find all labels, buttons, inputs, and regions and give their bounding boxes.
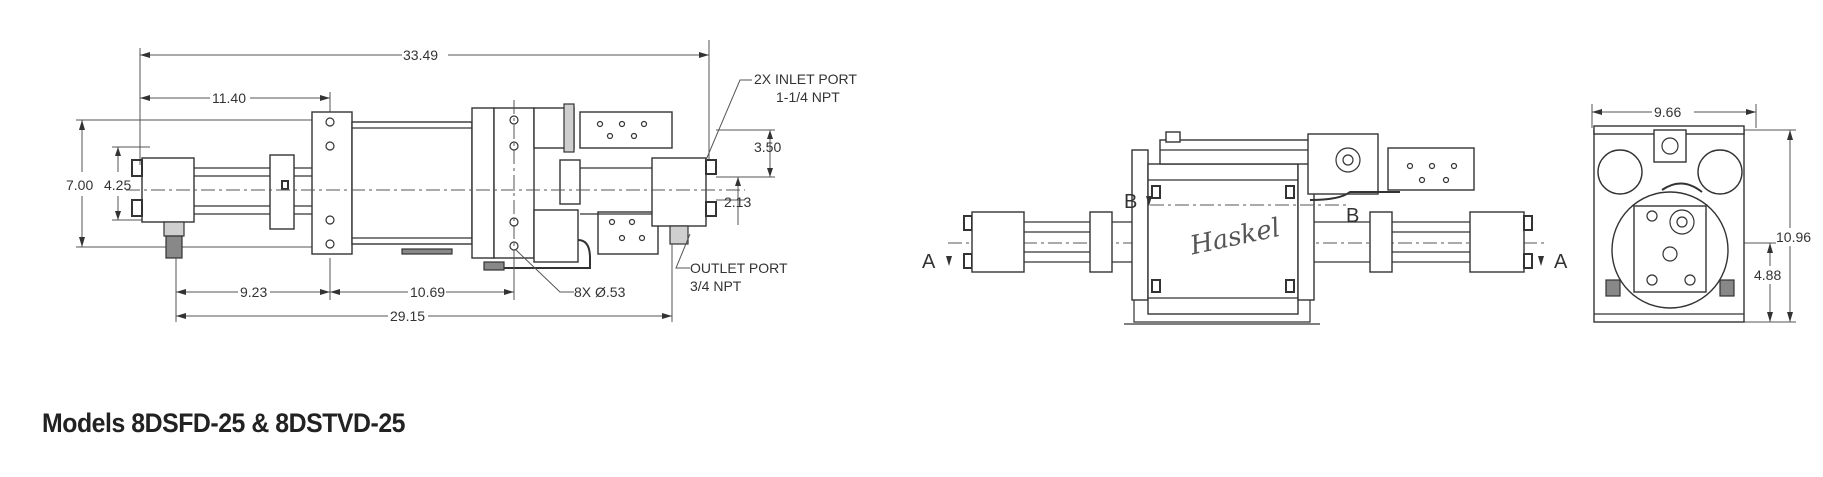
holes-label: 8X Ø.53 xyxy=(574,284,626,300)
section-a-left: A xyxy=(922,251,936,273)
end-view: 9.66 10.96 4.88 xyxy=(1591,104,1811,323)
dim-text-port-offset: 3.50 xyxy=(754,139,781,155)
front-view: 33.49 11.40 7.00 4.25 xyxy=(66,40,857,324)
dim-base-mid: 10.69 xyxy=(330,258,515,300)
end-top-right-cap xyxy=(1697,149,1743,195)
dim-text-base-mid: 10.69 xyxy=(410,284,445,300)
dim-text-height-total: 7.00 xyxy=(66,177,93,193)
dim-base-left: 9.23 xyxy=(175,258,331,322)
dim-height-total: 7.00 xyxy=(66,119,330,248)
outlet-port-callout: OUTLET PORT 3/4 NPT xyxy=(675,233,788,294)
dim-text-base-total: 29.15 xyxy=(390,308,425,324)
dim-center-offset: 2.13 xyxy=(716,177,751,225)
pilot-valve-upper xyxy=(579,111,673,149)
inlet-port-label: 2X INLET PORT xyxy=(754,71,857,87)
inlet-port-size: 1-1/4 NPT xyxy=(776,89,840,105)
outlet-port-label: OUTLET PORT xyxy=(690,260,788,276)
pilot-valve-lower xyxy=(597,211,659,255)
dim-text-height-inner: 4.25 xyxy=(104,177,131,193)
end-top-left-cap xyxy=(1597,149,1643,195)
section-b-right: B xyxy=(1346,205,1359,227)
drive-plate-right xyxy=(471,107,495,259)
side-view: A A Haskel xyxy=(922,131,1568,325)
air-drive-cylinder xyxy=(351,121,473,245)
drive-plate-left xyxy=(311,111,353,255)
side-right-cap xyxy=(1469,211,1525,273)
dim-end-center-height: 4.88 xyxy=(1720,242,1781,322)
dim-end-width: 9.66 xyxy=(1591,104,1757,128)
dim-text-left-to-block: 11.40 xyxy=(212,90,246,106)
dim-text-overall-length: 33.49 xyxy=(403,47,438,63)
dim-left-to-block: 11.40 xyxy=(140,90,331,112)
model-caption: Models 8DSFD-25 & 8DSTVD-25 xyxy=(42,408,406,438)
holes-callout: 8X Ø.53 xyxy=(515,249,626,300)
dim-height-inner: 4.25 xyxy=(104,146,150,221)
dim-text-end-height: 10.96 xyxy=(1776,229,1811,245)
dim-port-offset: 3.50 xyxy=(716,129,781,178)
right-end-cap xyxy=(651,157,707,227)
side-drive-body xyxy=(1147,163,1299,315)
outlet-port-size: 3/4 NPT xyxy=(690,278,742,294)
side-left-cap xyxy=(971,211,1025,273)
dim-text-end-width: 9.66 xyxy=(1654,104,1681,120)
dim-text-end-center-height: 4.88 xyxy=(1754,267,1781,283)
dim-base-total: 29.15 xyxy=(176,244,673,324)
dim-overall-length: 33.49 xyxy=(139,40,710,165)
section-a-right: A xyxy=(1554,251,1568,273)
dim-text-base-left: 9.23 xyxy=(240,284,267,300)
inlet-port-callout: 2X INLET PORT 1-1/4 NPT xyxy=(705,71,857,161)
dim-end-height: 10.96 xyxy=(1740,129,1811,323)
dim-text-center-offset: 2.13 xyxy=(724,194,751,210)
section-b-left: B xyxy=(1124,191,1137,213)
